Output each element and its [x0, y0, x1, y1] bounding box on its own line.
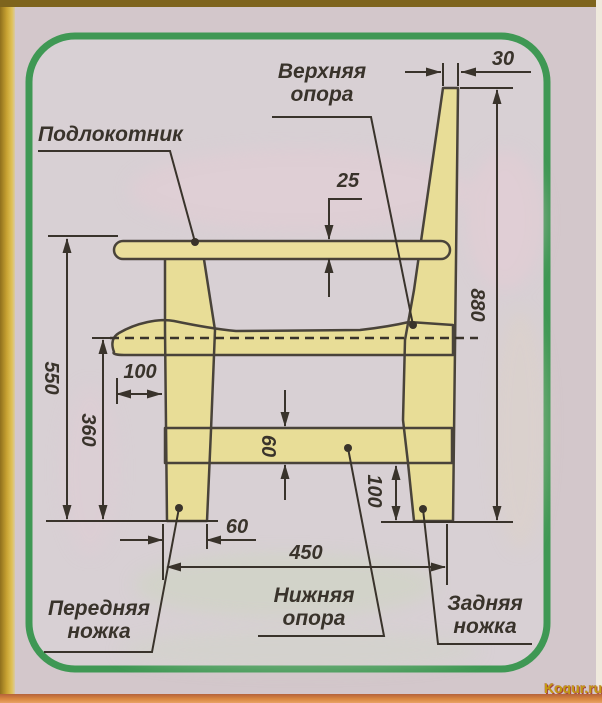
dimension-arrowheads	[62, 67, 502, 572]
chair-part-outlines	[111, 86, 460, 523]
rear-leg-label: Задняя ножка	[432, 592, 538, 638]
lower-support-label-line1: Нижняя	[273, 584, 355, 607]
dim-armrest-height: 550	[40, 361, 62, 395]
dim-rear-leg-ground-offset: 100	[363, 474, 385, 508]
dim-overall-height: 880	[466, 288, 488, 322]
lower-support-label-line2: опора	[282, 607, 346, 630]
dim-back-leg-top-width: 30	[491, 48, 515, 70]
lower-support-shape	[165, 428, 452, 463]
leader-dots	[175, 238, 427, 513]
rear-leg-label-line1: Задняя	[447, 592, 523, 615]
dim-leg-span: 450	[289, 542, 323, 564]
dim-armrest-thickness: 25	[336, 170, 360, 192]
armrest-shape	[112, 239, 452, 261]
armrest-label: Подлокотник	[38, 123, 183, 146]
rear-leg-shape	[403, 88, 458, 521]
upper-support-label-line2: опора	[290, 83, 354, 106]
page-edge-right	[596, 0, 602, 703]
label-leader-lines	[38, 116, 532, 653]
upper-support-label: Верхняя опора	[268, 60, 376, 106]
page-edge-bottom	[0, 694, 602, 703]
front-leg-label-line1: Передняя	[48, 597, 150, 620]
page-edge-left	[0, 0, 15, 703]
dim-seat-front-overhang: 100	[123, 361, 157, 383]
upper-support-label-line1: Верхняя	[277, 60, 367, 83]
front-leg-label: Передняя ножка	[40, 597, 158, 643]
dim-lower-support-thickness: 60	[257, 434, 279, 458]
rear-leg-label-line2: ножка	[453, 615, 517, 638]
site-watermark: Kogur.ru	[544, 680, 602, 696]
front-leg-shape	[165, 253, 215, 521]
dim-front-leg-foot-width: 60	[225, 516, 249, 538]
page-edge-top	[0, 0, 602, 7]
dim-seat-rail-height: 360	[77, 413, 99, 447]
front-leg-label-line2: ножка	[67, 620, 131, 643]
lower-support-label: Нижняя опора	[256, 584, 372, 630]
